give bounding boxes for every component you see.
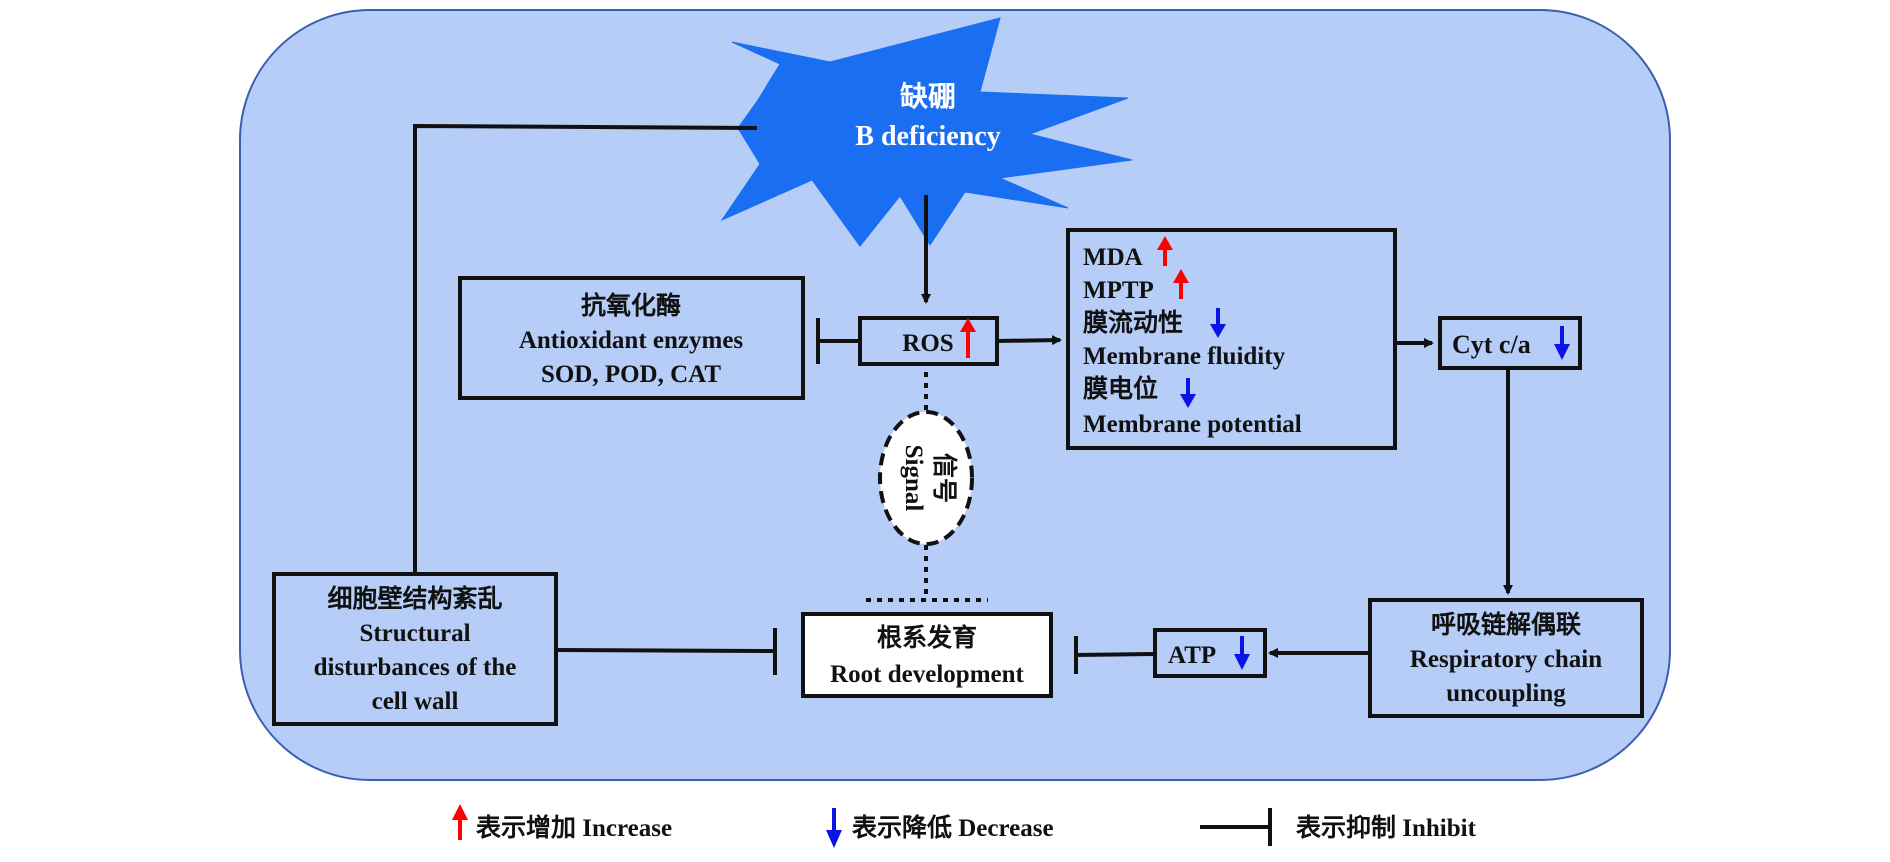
connections <box>413 123 1513 675</box>
cyt-box: Cyt c/a <box>1438 316 1582 370</box>
membrane-item-potential-cn: 膜电位 <box>1083 374 1158 403</box>
burst-label-cn: 缺硼 <box>900 81 956 113</box>
arrow-ros-to-membrane <box>996 335 1062 346</box>
membrane-item-mptp: MPTP <box>1083 277 1154 304</box>
ros-label: ROS <box>902 330 953 357</box>
antioxidant-box: 抗氧化酶 Antioxidant enzymes SOD, POD, CAT <box>458 276 805 400</box>
burst-shape <box>720 17 1133 247</box>
respiratory-label-en: Respiratory chain <box>1410 646 1602 673</box>
atp-frame <box>1153 628 1267 678</box>
atp-box: ATP <box>1153 628 1267 678</box>
respiratory-label-cn: 呼吸链解偶联 <box>1431 610 1581 639</box>
ros-box: ROS <box>858 316 999 366</box>
legend-decrease-label: 表示降低 Decrease <box>852 814 1054 842</box>
cellwall-label-en3: cell wall <box>372 688 459 715</box>
signal-label-cn: 信号 <box>930 453 958 503</box>
membrane-frame <box>1066 228 1397 450</box>
cellwall-frame <box>272 572 558 726</box>
antioxidant-label-enzymes: SOD, POD, CAT <box>541 361 721 388</box>
legend-increase-label: 表示增加 Increase <box>476 813 672 842</box>
respiratory-label-uncoupling: uncoupling <box>1446 680 1566 707</box>
legend-inhibit-label: 表示抑制 Inhibit <box>1296 814 1477 842</box>
atp-down-arrow-icon <box>1234 636 1250 670</box>
cellwall-label-en2: disturbances of the <box>314 654 517 681</box>
root-frame <box>801 612 1053 698</box>
inhibit-cellwall-to-root <box>557 648 776 653</box>
membrane-item-fluidity-cn: 膜流动性 <box>1083 309 1183 337</box>
root-label-cn: 根系发育 <box>877 623 977 652</box>
signal-node: 信号 Signal <box>878 410 974 546</box>
respiratory-box: 呼吸链解偶联 Respiratory chain uncoupling <box>1368 598 1644 718</box>
root-box: 根系发育 Root development <box>801 612 1053 698</box>
fluidity-down-arrow-icon <box>1210 308 1226 338</box>
cyt-label: Cyt c/a <box>1452 330 1531 359</box>
cyt-down-arrow-icon <box>1554 326 1570 360</box>
ros-up-arrow-icon <box>960 318 976 358</box>
atp-label: ATP <box>1168 642 1216 669</box>
membrane-item-fluidity-en: Membrane fluidity <box>1083 343 1286 370</box>
membrane-item-mda: MDA <box>1083 244 1143 271</box>
legend: 表示增加 Increase 表示降低 Decrease 表示抑制 Inhibit <box>452 804 1477 848</box>
mptp-up-arrow-icon <box>1173 269 1189 299</box>
membrane-box: MDA MPTP 膜流动性 Membrane fluidity 膜电位 Memb… <box>1066 228 1397 450</box>
b-deficiency-burst: 缺硼 B deficiency <box>720 17 1133 247</box>
cellwall-label-en1: Structural <box>359 620 470 647</box>
cellwall-box: 细胞壁结构紊乱 Structural disturbances of the c… <box>272 572 558 726</box>
respiratory-frame <box>1368 598 1644 718</box>
membrane-item-potential-en: Membrane potential <box>1083 411 1302 438</box>
cellwall-label-cn: 细胞壁结构紊乱 <box>327 584 502 613</box>
cyt-frame <box>1438 316 1582 370</box>
legend-inhibit-icon <box>1200 808 1272 846</box>
cell-panel <box>239 9 1671 781</box>
potential-down-arrow-icon <box>1180 378 1196 408</box>
ros-frame <box>858 316 999 366</box>
antioxidant-label-en: Antioxidant enzymes <box>519 327 744 354</box>
signal-ellipse <box>878 410 974 546</box>
burst-label-en: B deficiency <box>855 121 1000 152</box>
antioxidant-frame <box>458 276 805 400</box>
inhibit-atp-to-root <box>1075 652 1156 657</box>
legend-decrease-icon <box>826 808 842 848</box>
mda-up-arrow-icon <box>1157 236 1173 266</box>
legend-increase-icon <box>452 804 468 840</box>
root-label-en: Root development <box>830 661 1024 688</box>
antioxidant-label-cn: 抗氧化酶 <box>581 291 681 320</box>
inhibit-burst-to-cellwall <box>413 123 758 572</box>
signal-label-en: Signal <box>900 445 927 512</box>
